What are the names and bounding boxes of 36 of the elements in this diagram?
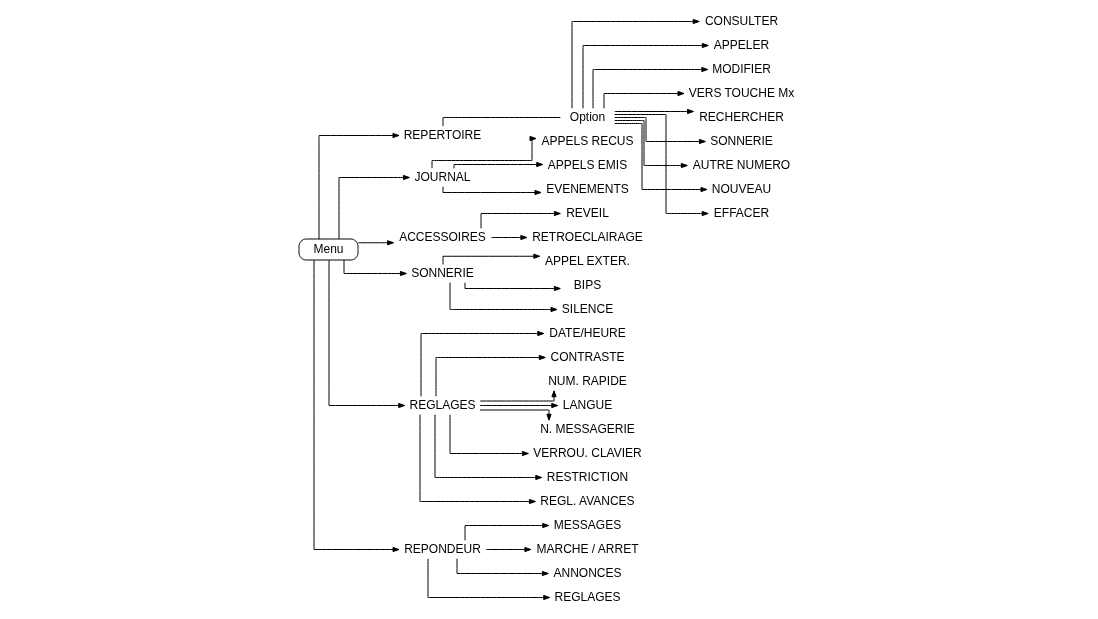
node-text: REGLAGES — [554, 589, 621, 604]
node-text: NOUVEAU — [711, 181, 772, 196]
node-text: RECHERCHER — [699, 109, 784, 124]
node-text: VERS TOUCHE Mx — [688, 85, 795, 100]
node-text: SONNERIE — [411, 265, 474, 280]
node-text: APPEL EXTER. — [545, 253, 630, 268]
node-text: DATE/HEURE — [549, 325, 626, 340]
node-text: REGLAGES — [409, 397, 476, 412]
node-text: BIPS — [573, 277, 602, 292]
node-text: LANGUE — [562, 397, 613, 412]
node-text: SONNERIE — [710, 133, 773, 148]
node-text: EVENEMENTS — [546, 181, 629, 196]
node-text: CONTRASTE — [550, 349, 625, 364]
node-text: AUTRE NUMERO — [692, 157, 791, 172]
node-text: SILENCE — [561, 301, 614, 316]
node-text: REVEIL — [566, 205, 609, 220]
node-text: RETROECLAIRAGE — [532, 229, 643, 244]
node-text: MODIFIER — [712, 61, 771, 76]
node-text: APPELS RECUS — [541, 133, 634, 148]
node-text: RESTRICTION — [546, 469, 629, 484]
node-text: REPERTOIRE — [403, 127, 482, 142]
node-text: REGL. AVANCES — [540, 493, 635, 508]
node-text: ANNONCES — [553, 565, 622, 580]
node-text: CONSULTER — [704, 13, 779, 28]
node-text: N. MESSAGERIE — [540, 421, 635, 436]
node-text: MESSAGES — [553, 517, 622, 532]
node-text: REPONDEUR — [404, 541, 481, 556]
node-text: Option — [569, 109, 606, 124]
node-text: APPELER — [713, 37, 770, 52]
node-text: ACCESSOIRES — [399, 229, 486, 244]
node-text: APPELS EMIS — [547, 157, 628, 172]
node-text: EFFACER — [713, 205, 770, 220]
node-text: MARCHE / ARRET — [536, 541, 639, 556]
node-text: VERROU. CLAVIER — [533, 445, 642, 460]
node-text: NUM. RAPIDE — [548, 373, 627, 388]
node-text: JOURNAL — [414, 169, 471, 184]
